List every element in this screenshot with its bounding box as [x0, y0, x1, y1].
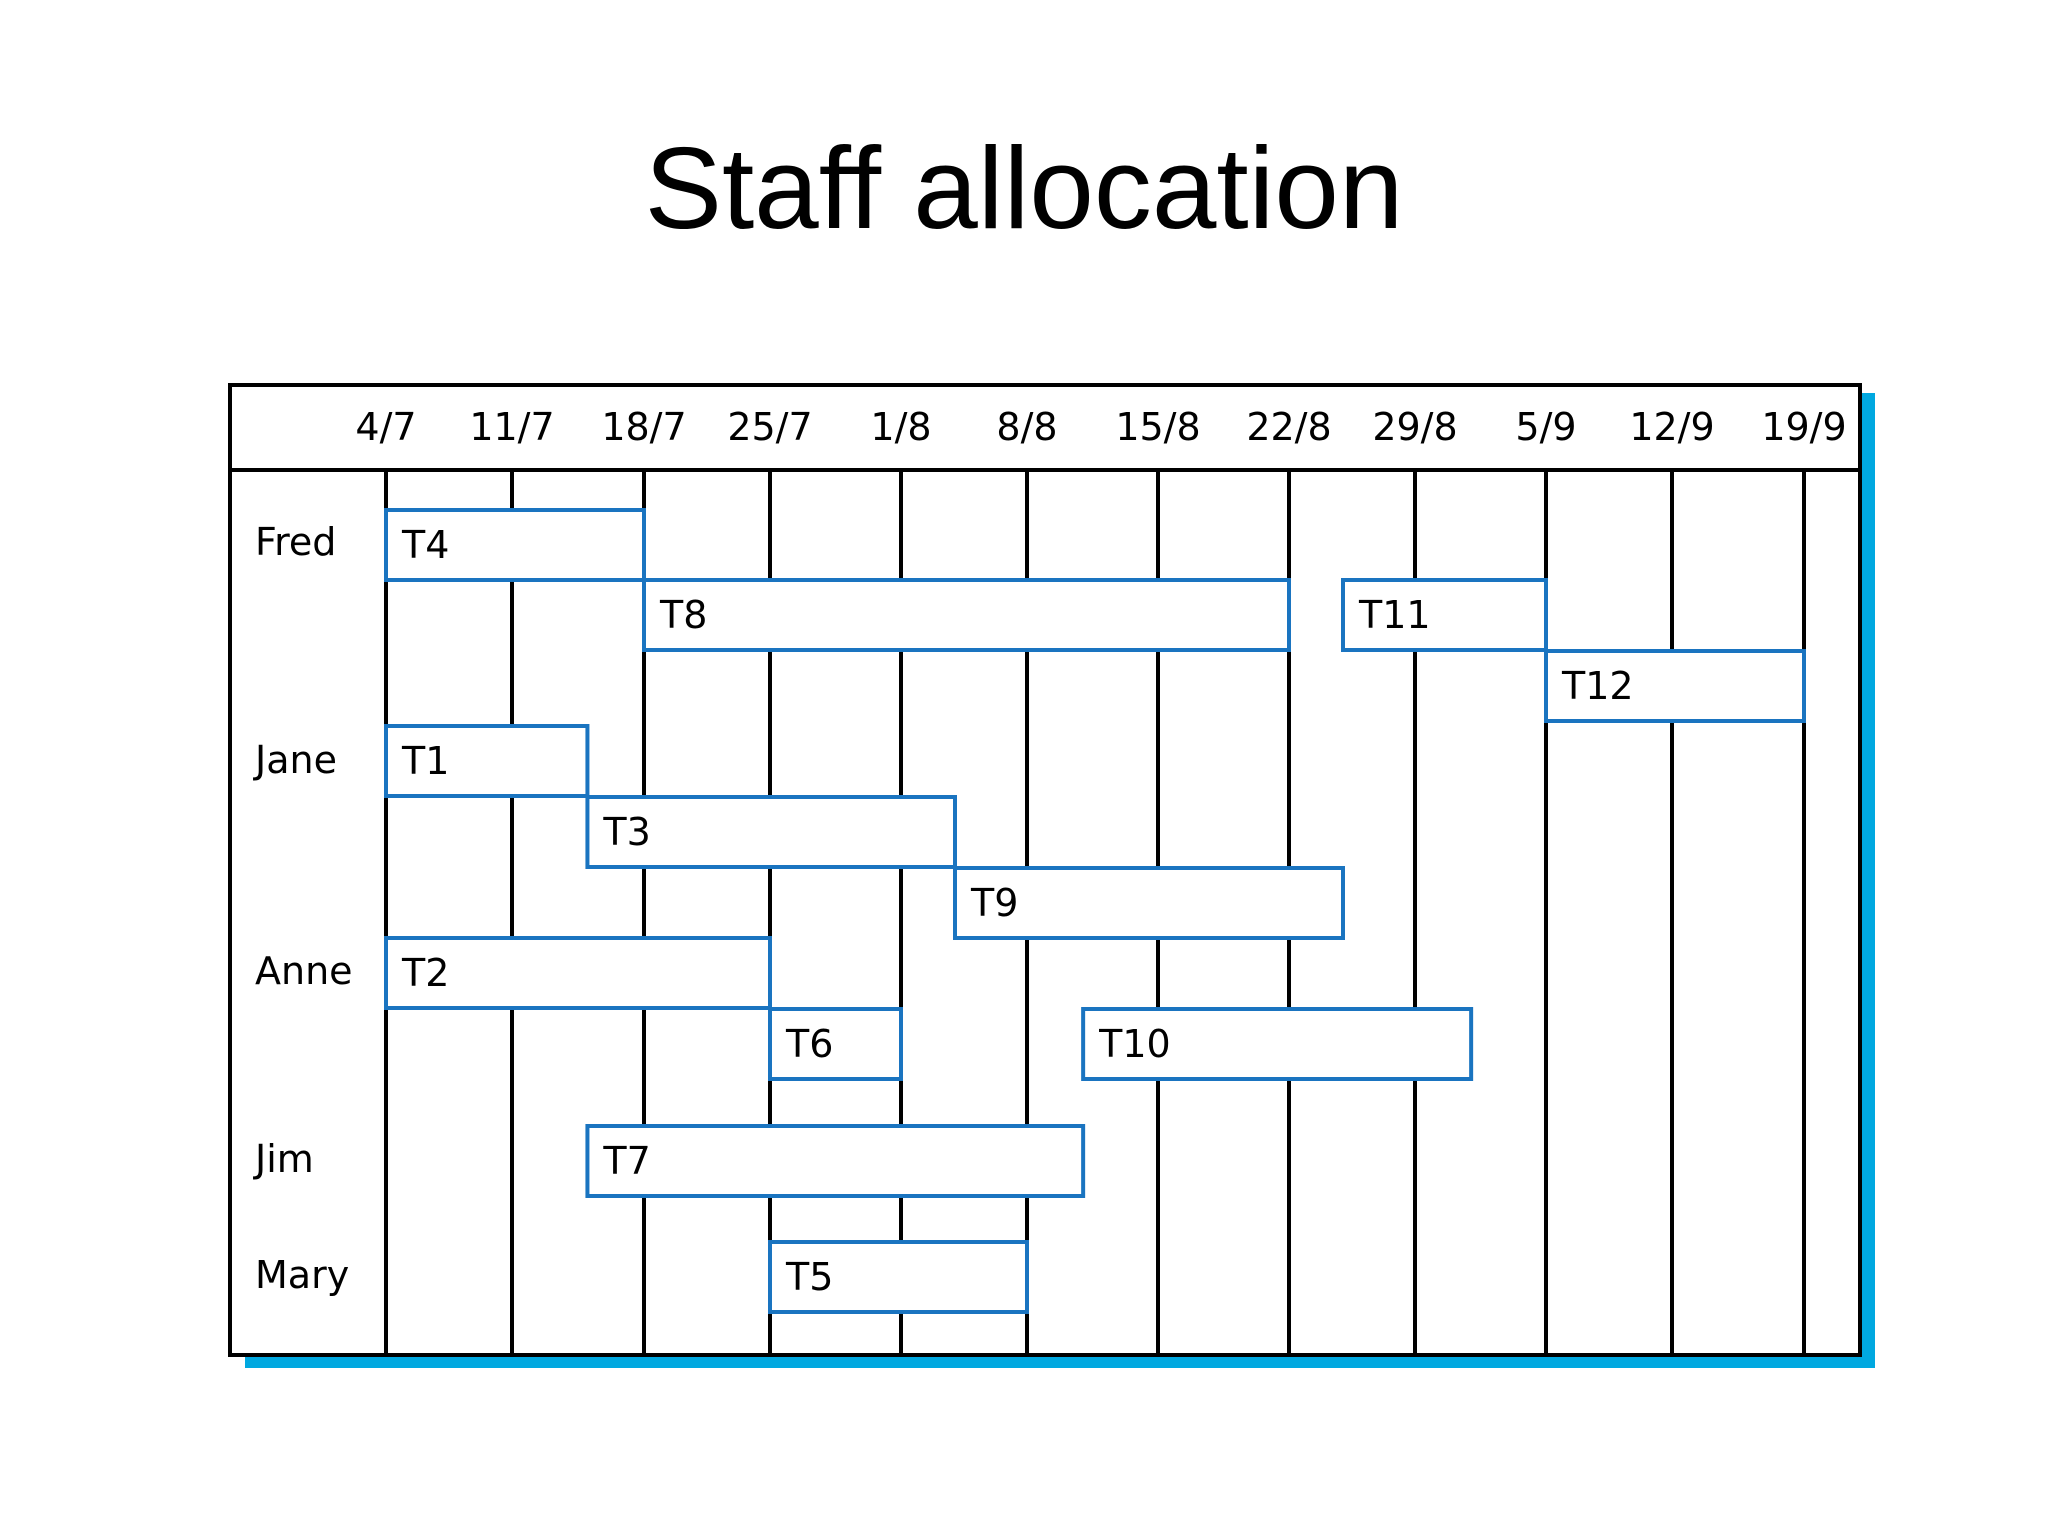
task-box — [384, 724, 590, 798]
task-label: T10 — [1098, 1022, 1171, 1066]
task-box — [384, 936, 772, 1010]
task-label: T12 — [1561, 664, 1634, 708]
task-label: T8 — [659, 593, 707, 637]
task-bar-t3: T3 — [585, 795, 958, 869]
staff-label-mary: Mary — [255, 1253, 349, 1297]
task-bar-t1: T1 — [384, 724, 590, 798]
task-bar-t8: T8 — [642, 578, 1291, 652]
task-bar-t11: T11 — [1341, 578, 1548, 652]
task-label: T6 — [785, 1022, 833, 1066]
date-label: 18/7 — [601, 405, 686, 449]
task-bar-t2: T2 — [384, 936, 772, 1010]
date-label: 8/8 — [996, 405, 1057, 449]
date-label: 15/8 — [1115, 405, 1200, 449]
staff-label-jane: Jane — [253, 738, 337, 782]
slide-title: Staff allocation — [644, 123, 1404, 253]
date-label: 4/7 — [355, 405, 416, 449]
task-box — [384, 508, 646, 582]
date-label: 19/9 — [1761, 405, 1846, 449]
task-bar-t7: T7 — [585, 1124, 1086, 1198]
task-box — [953, 866, 1345, 940]
task-label: T5 — [785, 1255, 833, 1299]
date-label: 5/9 — [1515, 405, 1576, 449]
task-label: T7 — [602, 1139, 650, 1183]
date-labels: 4/7 11/7 18/7 25/7 1/8 8/8 15/8 22/8 29/8 5/9 12/9… — [355, 405, 1846, 449]
staff-label-fred: Fred — [255, 520, 336, 564]
staff-label-jim: Jim — [253, 1137, 314, 1181]
task-bar-t10: T10 — [1081, 1007, 1474, 1081]
task-box — [1544, 649, 1806, 723]
task-box — [585, 795, 958, 869]
task-bar-t4: T4 — [384, 508, 646, 582]
date-label: 22/8 — [1246, 405, 1331, 449]
date-label: 11/7 — [469, 405, 554, 449]
staff-label-anne: Anne — [255, 949, 353, 993]
task-box — [768, 1240, 1029, 1314]
task-box — [585, 1124, 1086, 1198]
task-bar-t5: T5 — [768, 1240, 1029, 1314]
task-bar-t9: T9 — [953, 866, 1345, 940]
task-box — [1341, 578, 1548, 652]
task-bar-t12: T12 — [1544, 649, 1806, 723]
date-label: 29/8 — [1372, 405, 1457, 449]
task-label: T9 — [970, 881, 1018, 925]
task-label: T1 — [401, 739, 449, 783]
task-bar-t6: T6 — [768, 1007, 903, 1081]
date-label: 12/9 — [1629, 405, 1714, 449]
task-box — [642, 578, 1291, 652]
date-label: 1/8 — [870, 405, 931, 449]
date-label: 25/7 — [727, 405, 812, 449]
task-label: T4 — [401, 523, 449, 567]
task-box — [768, 1007, 903, 1081]
task-label: T11 — [1358, 593, 1431, 637]
task-label: T2 — [401, 951, 449, 995]
task-box — [1081, 1007, 1474, 1081]
task-label: T3 — [602, 810, 650, 854]
